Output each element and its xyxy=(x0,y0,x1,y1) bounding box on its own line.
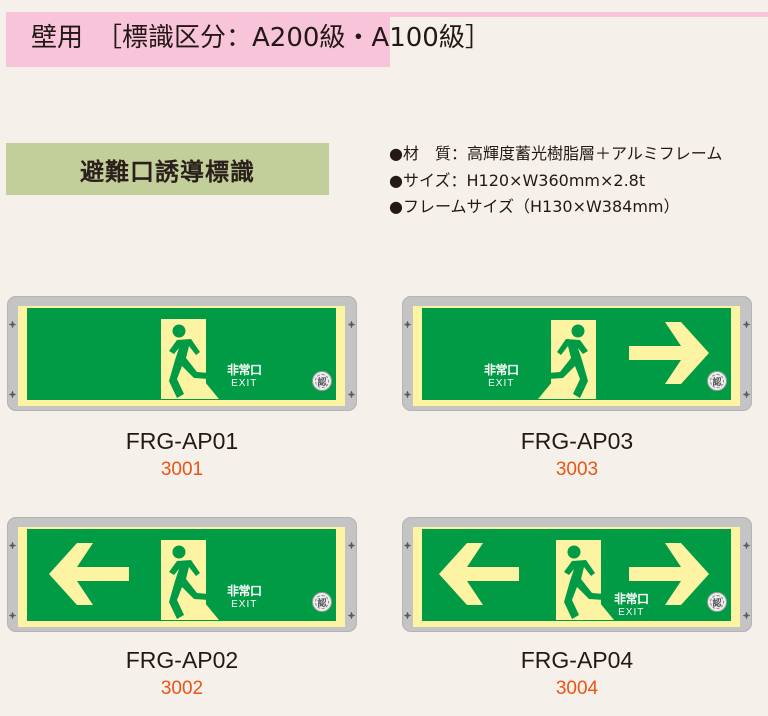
screw-icon xyxy=(743,321,750,328)
exit-label-jp: 非常口 xyxy=(227,363,262,377)
screw-icon xyxy=(348,542,355,549)
sign-panel: 非常口 EXIT 認 xyxy=(422,308,731,400)
cert-mark: 認 xyxy=(317,377,327,388)
product-code: 3003 xyxy=(555,459,599,480)
exit-sign-ap02[interactable]: 非常口 EXIT 認 xyxy=(7,517,357,632)
product-caption-ap03: FRG-AP03 3003 xyxy=(402,428,752,482)
page-title: 壁用 ［標識区分：A200級・A100級］ xyxy=(31,23,491,53)
screw-icon xyxy=(743,391,750,398)
model-number: FRG-AP02 xyxy=(125,647,239,673)
spec-material: ●材 質：高輝度蓄光樹脂層＋アルミフレーム xyxy=(389,144,723,163)
model-number: FRG-AP03 xyxy=(520,428,634,454)
spec-frame-size: ●フレームサイズ（H130×W384mm） xyxy=(389,197,680,216)
arrow-right-icon xyxy=(629,322,709,384)
screw-icon xyxy=(9,542,16,549)
screw-icon xyxy=(743,542,750,549)
category-title: 避難口誘導標識 xyxy=(80,157,255,186)
exit-label-en: EXIT xyxy=(231,599,258,610)
certification-seal-icon: 認 xyxy=(707,592,727,612)
product-caption-ap02: FRG-AP02 3002 xyxy=(7,647,357,701)
product-caption-ap01: FRG-AP01 3001 xyxy=(7,428,357,482)
screw-icon xyxy=(9,612,16,619)
exit-sign-ap03[interactable]: 非常口 EXIT 認 xyxy=(402,296,752,411)
screw-icon xyxy=(404,542,411,549)
exit-label: 非常口 EXIT xyxy=(614,593,649,618)
running-man-icon xyxy=(548,324,588,398)
screw-icon xyxy=(348,612,355,619)
arrow-left-icon xyxy=(439,543,519,605)
exit-label-en: EXIT xyxy=(618,607,645,618)
exit-label-en: EXIT xyxy=(231,378,258,389)
exit-label-jp: 非常口 xyxy=(227,584,262,598)
screw-icon xyxy=(404,391,411,398)
screw-icon xyxy=(404,321,411,328)
spec-size: ●サイズ：H120×W360mm×2.8t xyxy=(389,170,646,190)
category-label-box: 避難口誘導標識 xyxy=(6,143,329,195)
certification-seal-icon: 認 xyxy=(312,592,332,612)
exit-label: 非常口 EXIT xyxy=(484,364,519,389)
exit-label-jp: 非常口 xyxy=(484,363,519,377)
running-man-icon xyxy=(169,545,209,619)
screw-icon xyxy=(348,391,355,398)
header-bar xyxy=(6,12,390,67)
exit-label: 非常口 EXIT xyxy=(227,585,262,610)
arrow-right-icon xyxy=(629,543,709,605)
exit-sign-ap01[interactable]: 非常口 EXIT 認 xyxy=(7,296,357,411)
sign-panel: 非常口 EXIT 認 xyxy=(422,529,731,621)
spec-list: ●材 質：高輝度蓄光樹脂層＋アルミフレーム ●サイズ：H120×W360mm×2… xyxy=(389,141,722,221)
screw-icon xyxy=(743,612,750,619)
screw-icon xyxy=(9,321,16,328)
model-number: FRG-AP04 xyxy=(520,647,634,673)
running-man-icon xyxy=(169,324,209,398)
model-number: FRG-AP01 xyxy=(125,428,239,454)
certification-seal-icon: 認 xyxy=(312,371,332,391)
product-caption-ap04: FRG-AP04 3004 xyxy=(402,647,752,701)
product-code: 3002 xyxy=(160,678,204,699)
exit-sign-ap04[interactable]: 非常口 EXIT 認 xyxy=(402,517,752,632)
screw-icon xyxy=(9,391,16,398)
exit-label-en: EXIT xyxy=(488,378,515,389)
arrow-left-icon xyxy=(49,543,129,605)
running-man-icon xyxy=(564,545,604,619)
exit-label: 非常口 EXIT xyxy=(227,364,262,389)
cert-mark: 認 xyxy=(712,377,722,388)
exit-label-jp: 非常口 xyxy=(614,592,649,606)
cert-mark: 認 xyxy=(317,598,327,609)
product-code: 3001 xyxy=(160,459,204,480)
certification-seal-icon: 認 xyxy=(707,371,727,391)
sign-panel: 非常口 EXIT 認 xyxy=(27,529,336,621)
screw-icon xyxy=(404,612,411,619)
product-code: 3004 xyxy=(555,678,599,699)
screw-icon xyxy=(348,321,355,328)
cert-mark: 認 xyxy=(712,598,722,609)
sign-panel: 非常口 EXIT 認 xyxy=(27,308,336,400)
